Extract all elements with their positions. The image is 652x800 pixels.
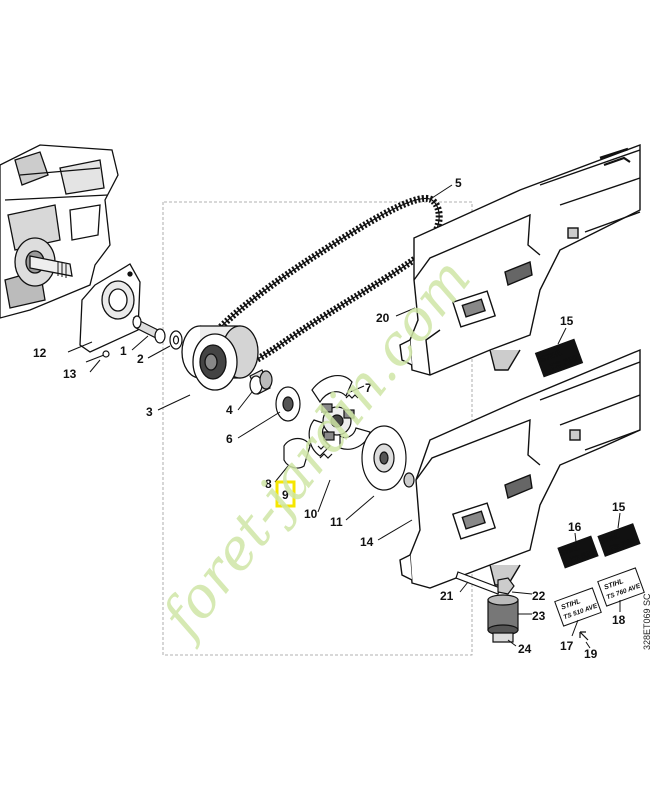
callout-4: 4 [226, 403, 233, 417]
flange-plate [79, 263, 141, 353]
decal-16: STIHL TS 510 [557, 535, 599, 569]
callout-16: 16 [568, 520, 582, 534]
decal-17: STIHL TS 510 AVE [554, 587, 602, 627]
callout-19: 19 [584, 647, 598, 661]
subassembly-frame [162, 201, 473, 656]
callout-24: 24 [518, 642, 532, 656]
callout-12: 12 [33, 346, 47, 360]
decal-18: STIHL TS 760 AVE [597, 567, 645, 607]
callout-1: 1 [120, 344, 127, 358]
screw-24 [492, 632, 514, 643]
callout-23: 23 [532, 609, 546, 623]
highlight-box-9 [275, 480, 296, 508]
buffer-23 [487, 594, 519, 636]
callout-7: 7 [365, 381, 372, 395]
screw-13 [85, 350, 110, 363]
engine-housing [0, 144, 119, 319]
nut-22 [497, 577, 515, 595]
callout-2: 2 [137, 352, 144, 366]
callout-17: 17 [560, 639, 574, 653]
callout-3: 3 [146, 405, 153, 419]
cutter-arm-upper [399, 143, 641, 376]
callout-5: 5 [455, 176, 462, 190]
callout-15-upper: 15 [560, 314, 574, 328]
callout-11: 11 [330, 515, 343, 529]
leader-lines [67, 184, 621, 649]
decal-15-upper: STIHL TS 760 [534, 338, 584, 378]
arrow-19 [579, 631, 589, 641]
callout-14: 14 [360, 535, 374, 549]
clutch-shoes [283, 374, 371, 469]
callout-18: 18 [612, 613, 626, 627]
callout-8: 8 [265, 477, 272, 491]
ring-plate-11 [361, 425, 407, 491]
callout-13: 13 [63, 367, 77, 381]
nut-near-11 [403, 472, 415, 488]
callout-6: 6 [226, 432, 233, 446]
drive-chain [202, 195, 443, 371]
callout-15-lower: 15 [612, 500, 626, 514]
bolt-21 [455, 571, 501, 595]
callout-9: 9 [282, 488, 289, 502]
callout-10: 10 [304, 507, 318, 521]
bushing-4 [249, 369, 273, 395]
callout-22: 22 [532, 589, 546, 603]
callout-21: 21 [440, 589, 454, 603]
sleeve-1 [132, 315, 166, 344]
washer-2 [169, 330, 183, 350]
drawing-code: 328ET069 SC [642, 593, 652, 650]
callout-labels: 5 12 13 1 2 3 4 6 7 8 9 10 11 14 20 15 1… [33, 176, 626, 661]
decal-15-lower: STIHL TS 760 [597, 523, 641, 557]
washer-6 [275, 386, 301, 422]
clutch-drum [181, 325, 259, 391]
callout-20: 20 [376, 311, 390, 325]
